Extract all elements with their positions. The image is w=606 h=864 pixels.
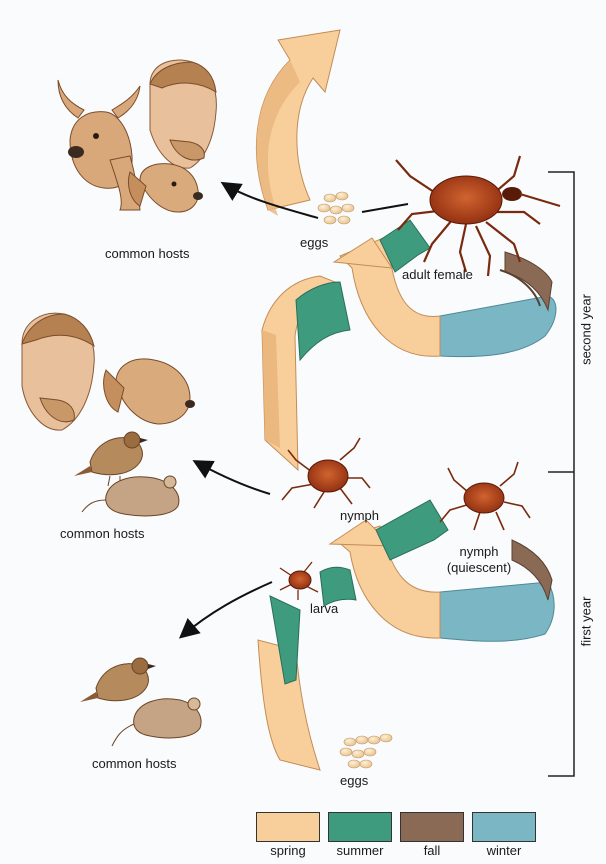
common-hosts-label-top: common hosts <box>105 247 190 261</box>
second-year-cycle-arrow <box>334 220 556 357</box>
legend-swatch-spring <box>256 812 320 842</box>
arrow-to-hosts-middle <box>196 462 270 494</box>
connector-ribbon <box>262 276 350 470</box>
human-icon <box>150 60 216 168</box>
tick-larva-icon <box>280 562 318 600</box>
legend-label-winter: winter <box>469 843 539 858</box>
bird-icon <box>80 658 156 702</box>
legend-label-spring: spring <box>253 843 323 858</box>
eggs-label-top: eggs <box>300 236 328 250</box>
common-hosts-label-bottom: common hosts <box>92 757 177 771</box>
larva-ribbon <box>258 567 356 770</box>
adult-female-label: adult female <box>402 268 473 282</box>
year-brackets <box>548 172 574 776</box>
legend-swatch-winter <box>472 812 536 842</box>
deer-icon <box>58 80 140 210</box>
nymph-label: nymph <box>340 509 379 523</box>
legend-label-fall: fall <box>397 843 467 858</box>
spring-arrow-top <box>256 30 340 216</box>
eggs-line <box>362 204 408 212</box>
mouse-icon <box>112 698 201 746</box>
legend-label-summer: summer <box>325 843 395 858</box>
eggs-icon <box>318 192 354 224</box>
eggs-icon <box>340 734 392 768</box>
common-hosts-label-middle: common hosts <box>60 527 145 541</box>
dog-icon <box>104 359 195 424</box>
arrow-to-hosts-bottom <box>182 582 272 636</box>
human-icon <box>22 313 94 430</box>
legend-swatch-summer <box>328 812 392 842</box>
tick-nymph-icon <box>440 462 530 530</box>
tick-adult-icon <box>396 156 560 276</box>
first-year-label: first year <box>579 590 594 654</box>
nymph-quiescent-label-line2: (quiescent) <box>444 561 514 575</box>
larva-label: larva <box>310 602 338 616</box>
eggs-label-bottom: eggs <box>340 774 368 788</box>
mouse-icon <box>82 476 179 516</box>
dog-icon <box>128 164 203 212</box>
second-year-label: second year <box>579 290 594 370</box>
nymph-quiescent-label-line1: nymph <box>444 545 514 559</box>
legend-swatch-fall <box>400 812 464 842</box>
